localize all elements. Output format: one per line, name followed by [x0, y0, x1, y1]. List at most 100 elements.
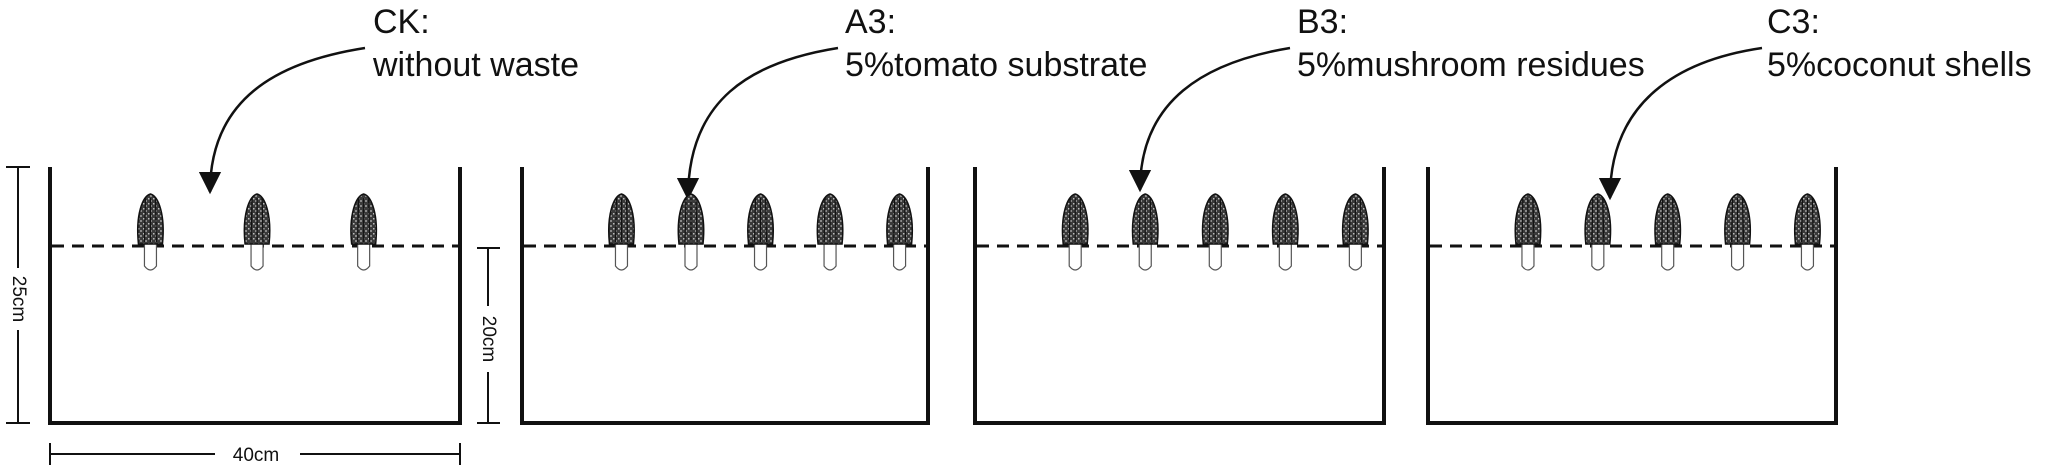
treatment-code-label: B3:: [1297, 3, 1348, 41]
morel-mushroom: [816, 193, 844, 271]
mushroom-stem: [1348, 239, 1362, 271]
cap-ridge: [1278, 197, 1281, 243]
cap-ridge: [1219, 197, 1222, 243]
morel-mushroom: [1724, 193, 1751, 271]
cap-ridge: [1068, 197, 1071, 243]
cap-ridge: [753, 197, 757, 243]
mushroom-stem: [1068, 239, 1082, 271]
cap-ridge: [143, 197, 147, 243]
soil-depth-label: 20cm: [478, 316, 499, 362]
morel-mushroom: [350, 193, 378, 271]
cap-ridge: [1079, 197, 1082, 243]
morel-mushroom: [677, 193, 705, 271]
cap-ridge: [1521, 197, 1524, 243]
mushroom-stem: [1730, 239, 1745, 271]
treatment-description-label: without waste: [372, 46, 579, 84]
mushroom-stem: [753, 239, 768, 271]
cap-ridge: [154, 197, 158, 243]
cap-ridge: [1672, 197, 1675, 243]
total-height-label: 25cm: [8, 276, 29, 322]
mushroom-stem: [357, 239, 371, 271]
morel-mushroom: [608, 193, 635, 271]
morel-mushroom: [1341, 193, 1369, 271]
morel-mushroom: [1131, 193, 1159, 271]
pointer-arrow: [198, 46, 366, 195]
mushroom-stem: [1278, 239, 1292, 271]
mushroom-stem: [250, 239, 264, 271]
cap-ridge: [1661, 197, 1664, 243]
cap-ridge: [1811, 197, 1815, 243]
cap-ridge: [1289, 197, 1292, 243]
mushroom-stem: [892, 239, 907, 271]
container-outline: [973, 167, 1386, 425]
morel-mushroom: [1654, 193, 1682, 271]
treatment-description-label: 5%tomato substrate: [845, 46, 1147, 84]
cap-ridge: [625, 197, 629, 243]
cap-ridge: [903, 197, 907, 243]
morel-mushroom: [886, 193, 914, 271]
cap-ridge: [1800, 197, 1804, 243]
cap-ridge: [1348, 197, 1351, 243]
treatment-a3: A3: 5%tomato substrate: [520, 3, 1147, 425]
container-outline: [48, 167, 462, 425]
cap-ridge: [892, 197, 896, 243]
treatment-b3: B3: 5%mushroom residues: [973, 3, 1645, 425]
mushroom-stem: [1208, 239, 1222, 271]
cap-ridge: [1149, 197, 1152, 243]
mushroom-row: [1061, 193, 1369, 271]
cap-ridge: [357, 197, 360, 243]
cap-ridge: [261, 197, 264, 243]
cap-ridge: [368, 197, 371, 243]
cap-ridge: [1591, 197, 1594, 243]
pointer-arrow: [1598, 46, 1763, 201]
cap-ridge: [834, 197, 837, 243]
mushroom-stem: [614, 239, 629, 271]
morel-mushroom: [1514, 193, 1542, 271]
pointer-arrow: [676, 46, 839, 201]
cap-ridge: [1532, 197, 1535, 243]
treatment-code-label: CK:: [373, 3, 430, 41]
morel-mushroom: [1794, 193, 1821, 271]
morel-mushroom: [137, 193, 164, 271]
cap-ridge: [823, 197, 826, 243]
cap-ridge: [1741, 197, 1745, 243]
cap-ridge: [614, 197, 618, 243]
dimension-width: 40cm: [49, 443, 461, 466]
pointer-arrow: [1128, 46, 1291, 193]
morel-mushroom: [1271, 193, 1299, 271]
cap-ridge: [1730, 197, 1734, 243]
cap-ridge: [1359, 197, 1362, 243]
morel-mushroom: [1201, 193, 1229, 271]
dimension-soil-depth: 20cm: [477, 247, 500, 424]
mushroom-row: [1514, 193, 1821, 271]
morel-mushroom: [1584, 193, 1612, 271]
cap-ridge: [1208, 197, 1211, 243]
cap-ridge: [695, 197, 698, 243]
morel-mushroom: [1061, 193, 1089, 271]
treatment-description-label: 5%mushroom residues: [1297, 46, 1645, 84]
mushroom-stem: [1138, 239, 1152, 271]
mushroom-row: [608, 193, 914, 271]
mushroom-stem: [684, 239, 698, 271]
cap-ridge: [1138, 197, 1141, 243]
mushroom-stem: [1800, 239, 1815, 271]
dimension-total-height: 25cm: [6, 166, 30, 424]
mushroom-stem: [1521, 239, 1535, 271]
treatment-code-label: A3:: [845, 3, 896, 41]
mushroom-row: [137, 193, 378, 271]
mushroom-stem: [1661, 239, 1675, 271]
treatment-code-label: C3:: [1767, 3, 1820, 41]
cap-ridge: [250, 197, 253, 243]
mushroom-stem: [143, 239, 158, 271]
width-label: 40cm: [233, 445, 279, 466]
cap-ridge: [1602, 197, 1605, 243]
morel-mushroom: [747, 193, 774, 271]
mushroom-stem: [823, 239, 837, 271]
treatment-c3: C3: 5%coconut shells: [1426, 3, 2032, 425]
mushroom-stem: [1591, 239, 1605, 271]
container-outline: [1426, 167, 1838, 425]
treatment-description-label: 5%coconut shells: [1767, 46, 2032, 84]
morel-mushroom: [243, 193, 271, 271]
container-outline: [520, 167, 930, 425]
